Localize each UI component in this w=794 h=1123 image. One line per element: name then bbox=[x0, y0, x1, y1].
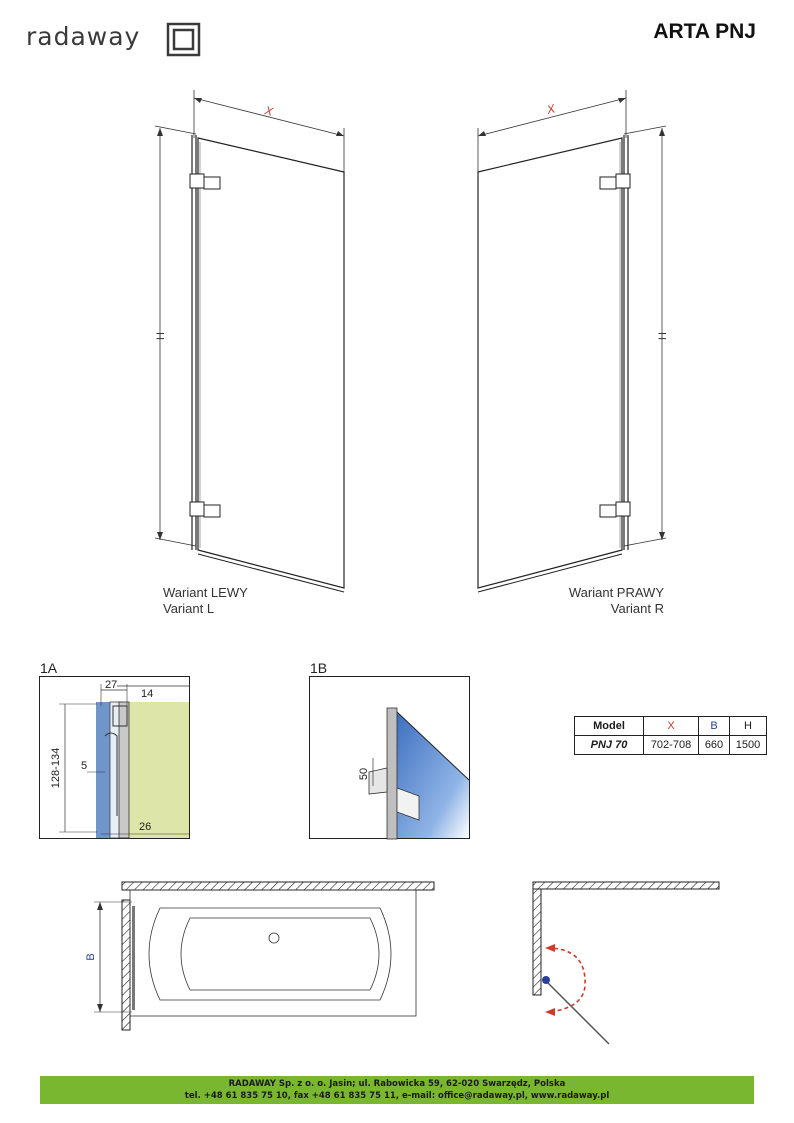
spec-cell-x: 702-708 bbox=[643, 735, 699, 755]
brand-logo-square-icon bbox=[166, 22, 201, 57]
table-row: PNJ 70 702-708 660 1500 bbox=[574, 735, 767, 755]
detail-1a-label: 1A bbox=[40, 660, 58, 676]
dim-50-label: 50 bbox=[358, 768, 370, 780]
footer-contacts: tel. +48 61 835 75 10, fax +48 61 835 75… bbox=[184, 1091, 610, 1101]
spec-header-h: H bbox=[729, 716, 767, 736]
left-variant-drawing: X H bbox=[154, 90, 345, 593]
detail-1b-drawing: 50 bbox=[309, 676, 470, 840]
dim-14-label: 14 bbox=[141, 688, 153, 700]
detail-1a-drawing: 27 14 128-134 5 26 bbox=[39, 676, 190, 839]
spec-table: Model X B H PNJ 70 702-708 660 1500 bbox=[574, 716, 767, 755]
dim-x-label-left: X bbox=[262, 103, 275, 119]
plan-view-door-swing bbox=[532, 881, 720, 1045]
spec-cell-h: 1500 bbox=[729, 735, 767, 755]
spec-table-header-row: Model X B H bbox=[574, 716, 767, 736]
dim-26-label: 26 bbox=[139, 821, 151, 833]
variant-left-line1: Wariant LEWY bbox=[163, 585, 248, 600]
dim-5-label: 5 bbox=[81, 760, 87, 772]
footer-contact-bar: RADAWAY Sp. z o. o. Jasin; ul. Rabowicka… bbox=[40, 1076, 754, 1104]
elevation-drawings: X H X H bbox=[154, 90, 669, 593]
spec-cell-b: 660 bbox=[698, 735, 730, 755]
variant-right-caption: Wariant PRAWY Variant R bbox=[560, 585, 664, 617]
spec-header-b: B bbox=[698, 716, 730, 736]
dim-b-label: B bbox=[85, 953, 97, 960]
dim-h-label-left: H bbox=[155, 332, 167, 340]
footer-address: RADAWAY Sp. z o. o. Jasin; ul. Rabowicka… bbox=[228, 1079, 566, 1089]
plan-view-bathtub: B bbox=[85, 881, 435, 1031]
detail-1b-label: 1B bbox=[310, 660, 328, 676]
product-title: ARTA PNJ bbox=[653, 20, 756, 43]
spec-header-x: X bbox=[643, 716, 699, 736]
dim-128-134-label: 128-134 bbox=[50, 748, 62, 788]
brand-logo-text: radaway bbox=[26, 22, 141, 51]
dim-x-label-right: X bbox=[544, 101, 557, 117]
variant-left-line2: Variant L bbox=[163, 601, 215, 616]
variant-left-caption: Wariant LEWY Variant L bbox=[163, 585, 248, 617]
right-variant-drawing: X H bbox=[477, 90, 669, 593]
variant-right-line1: Wariant PRAWY bbox=[568, 585, 664, 600]
dim-h-label-right: H bbox=[657, 332, 669, 340]
spec-cell-model: PNJ 70 bbox=[574, 735, 644, 755]
spec-header-model: Model bbox=[574, 716, 644, 736]
dim-27-label: 27 bbox=[105, 679, 117, 691]
variant-right-line2: Variant R bbox=[610, 601, 664, 616]
